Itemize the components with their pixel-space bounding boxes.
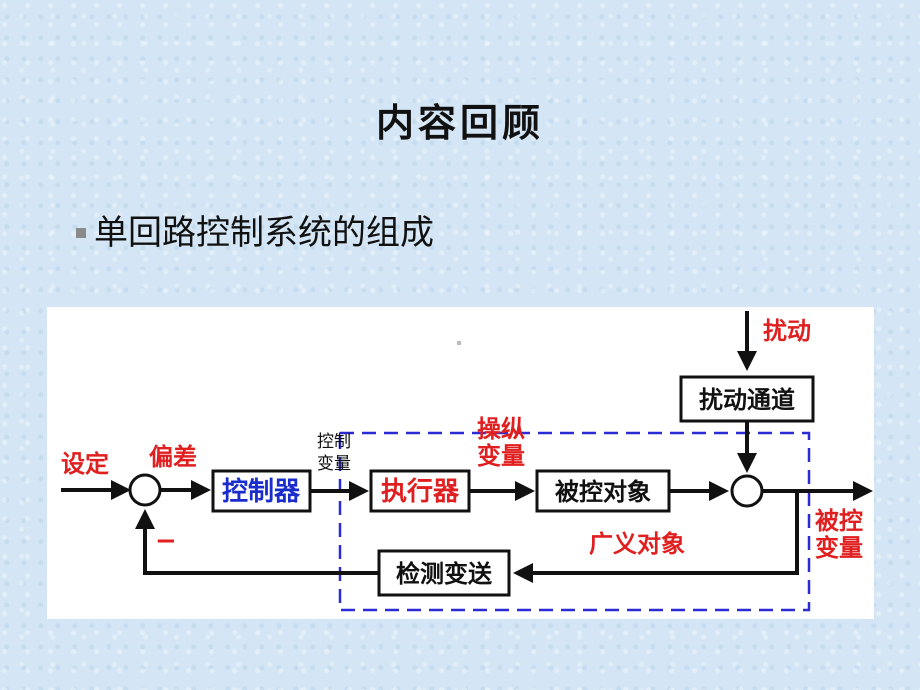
stray-dot [457,341,461,345]
block-diagram-panel: 设定 偏差 控制器 控制 变量 执行器 操纵 变量 被控对象 扰动 [47,307,874,619]
manipulated-variable-label-2: 变量 [477,442,525,470]
controller-label: 控制器 [222,477,301,507]
control-loop-diagram: 设定 偏差 控制器 控制 变量 执行器 操纵 变量 被控对象 扰动 [61,311,873,612]
control-variable-label-2: 变量 [317,454,351,474]
controlled-variable-label-1: 被控 [815,507,863,535]
feedback-path-right [513,491,799,583]
process-label: 被控对象 [555,478,651,506]
deviation-label: 偏差 [149,443,197,471]
setpoint-label: 设定 [61,450,109,478]
bullet-item: 单回路控制系统的组成 [76,205,434,254]
transmitter-label: 检测变送 [396,560,493,588]
slide-title: 内容回顾 [375,101,544,145]
generalized-object-label: 广义对象 [589,530,685,558]
minus-sign: − [155,526,177,556]
summing-junction-1 [128,473,162,507]
bullet-square-icon [76,227,86,238]
controlled-variable-label-2: 变量 [815,534,863,562]
bullet-text: 单回路控制系统的组成 [94,213,434,253]
summing-junction-2 [730,474,764,508]
generalized-object-boundary [338,431,811,612]
feedback-path-left [135,509,379,575]
process-block [535,469,671,513]
actuator-block [369,469,471,513]
disturbance-label: 扰动 [763,317,811,345]
disturbance-channel-label: 扰动通道 [699,386,795,414]
actuator-label: 执行器 [381,476,460,507]
disturbance-channel-block [679,375,815,423]
control-variable-label-1: 控制 [317,432,351,452]
manipulated-variable-label-1: 操纵 [477,415,525,443]
